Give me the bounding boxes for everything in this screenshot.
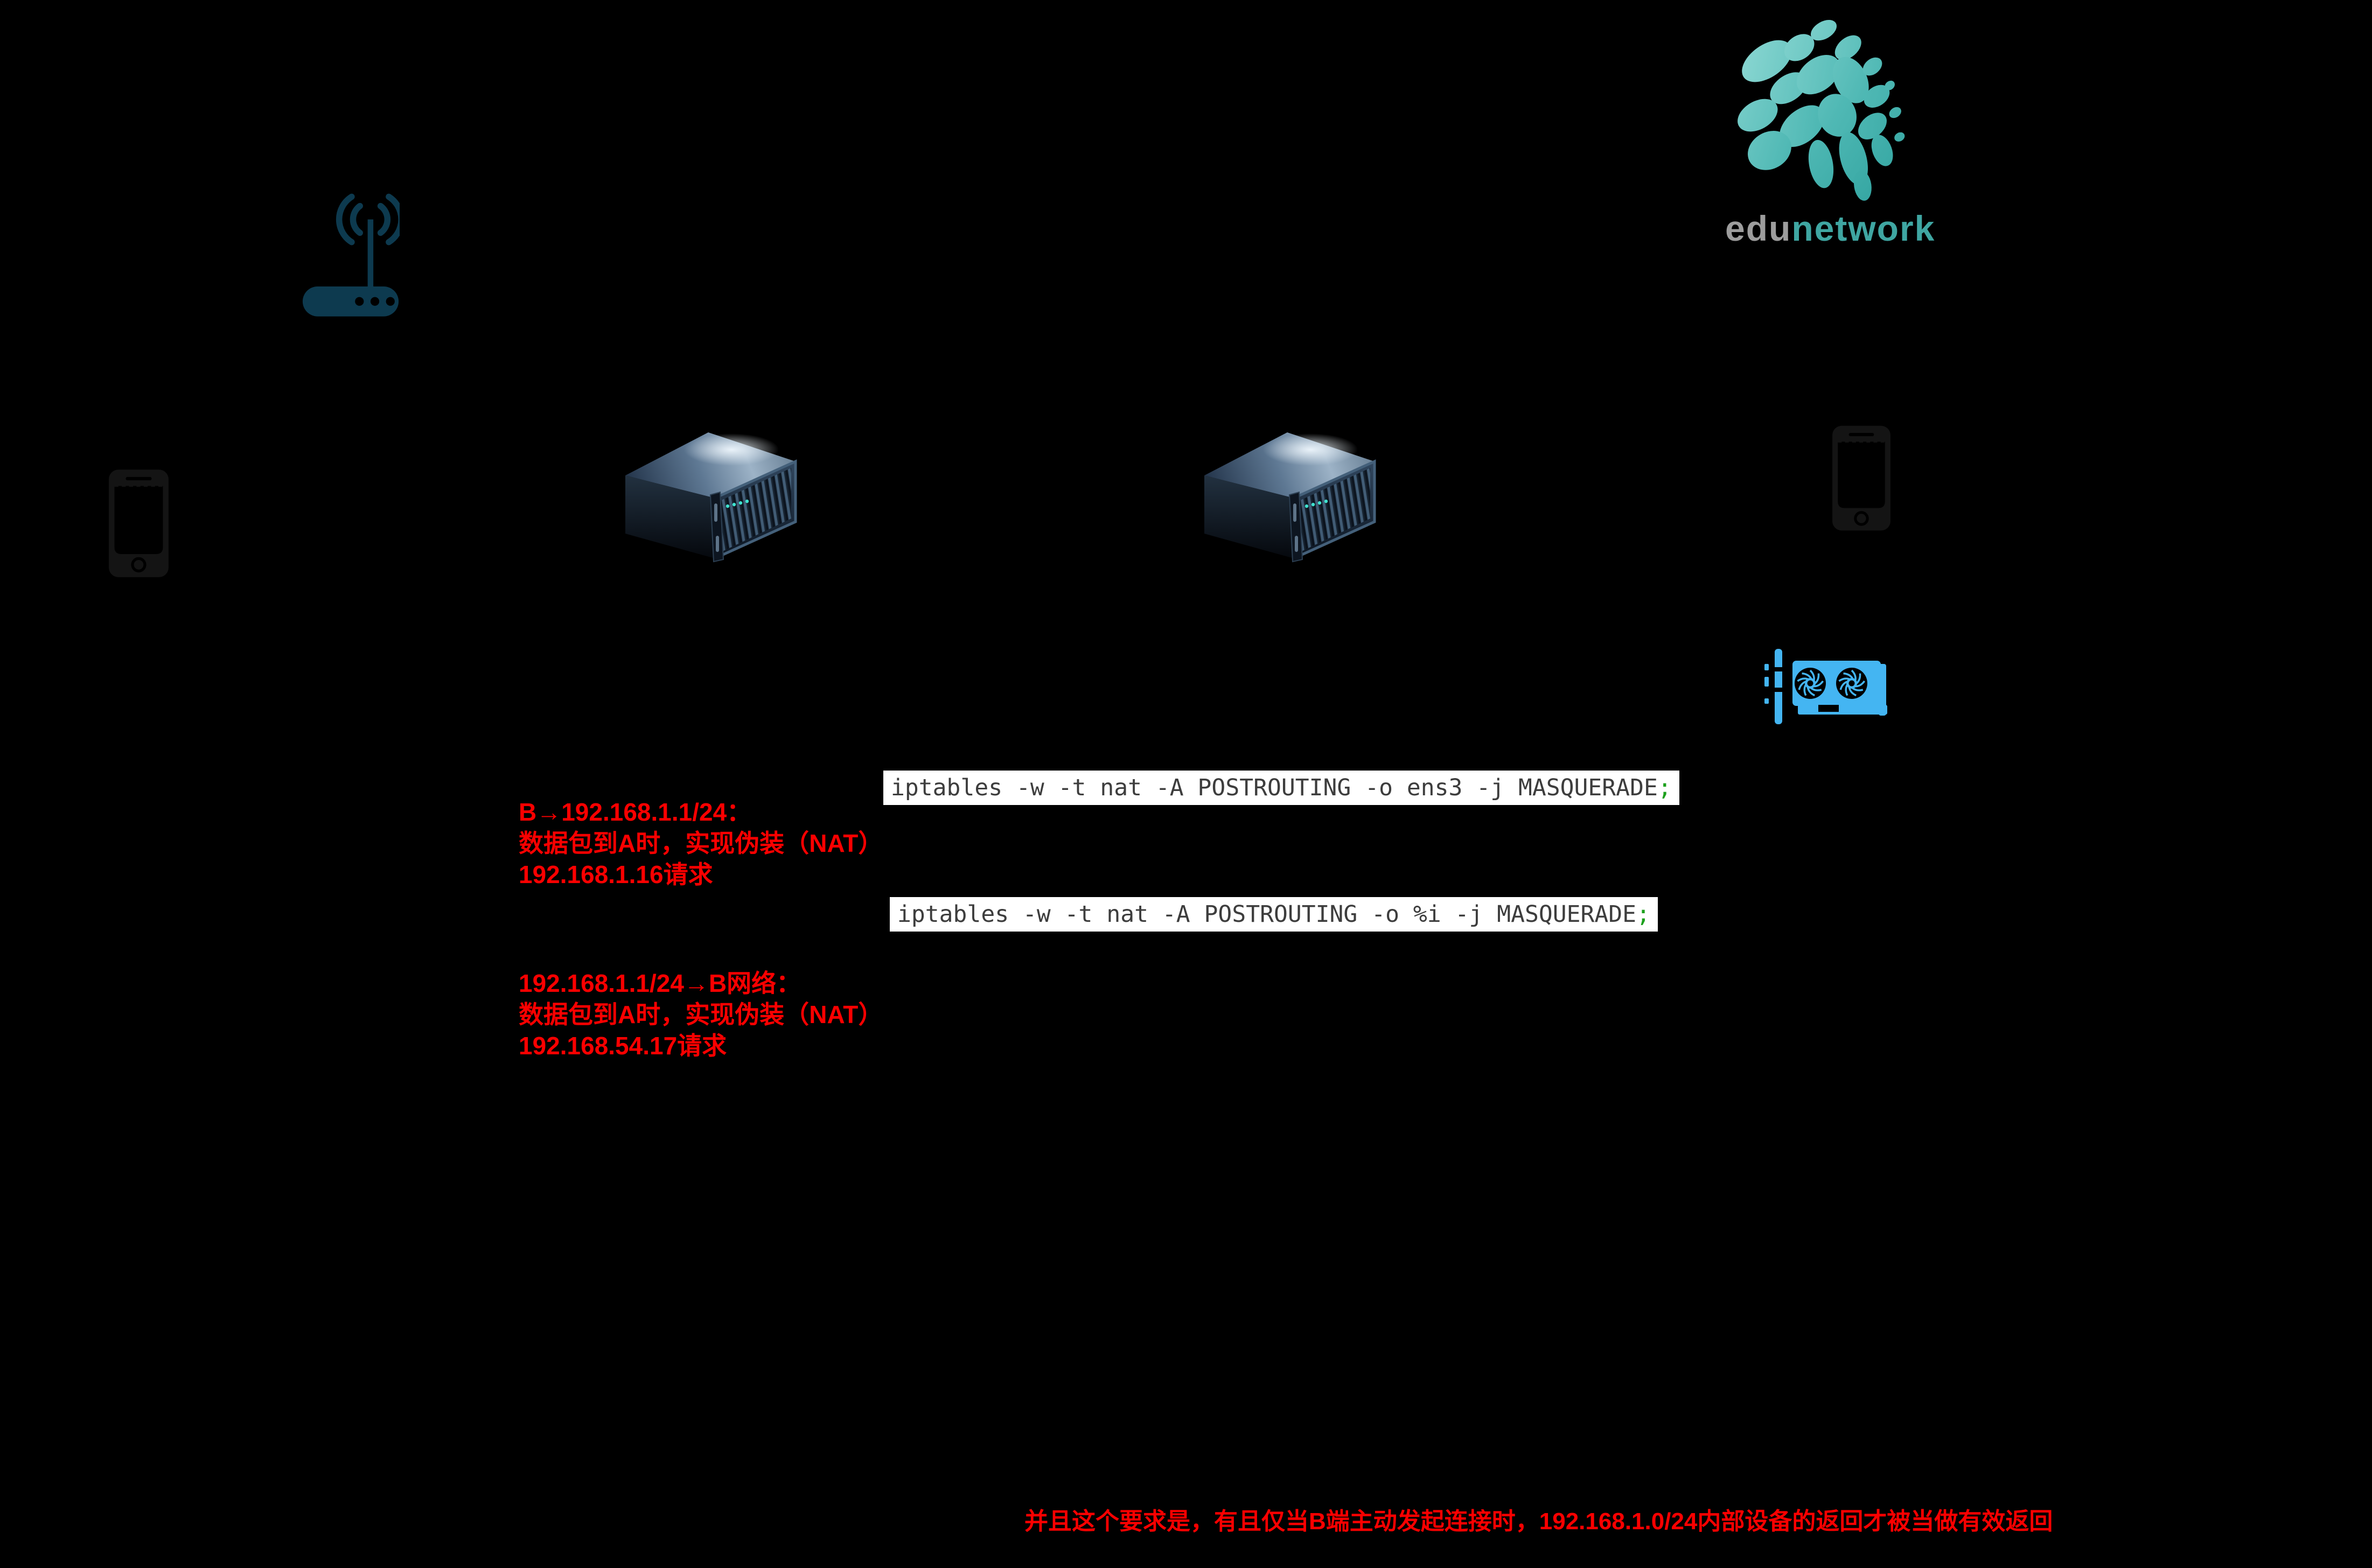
gpu-port (1764, 664, 1769, 670)
annotation-line: 数据包到A时，实现伪装（NAT） (519, 1000, 883, 1028)
router-body (302, 286, 399, 317)
nat-annotation-a-to-b: 192.168.1.1/24→B网络： 数据包到A时，实现伪装（NAT） 192… (519, 968, 883, 1061)
router-antenna (367, 219, 374, 289)
phone-home-button (131, 557, 146, 572)
server-status-leds (725, 499, 749, 508)
code-semicolon: ; (1657, 774, 1672, 801)
router-leds (355, 297, 395, 306)
rack-server-icon (625, 432, 797, 563)
annotation-line: B→192.168.1.1/24： (519, 798, 752, 826)
logo-edu-text: edu (1725, 208, 1792, 248)
annotation-line: 192.168.1.16请求 (519, 860, 713, 888)
code-text: iptables -w -t nat -A POSTROUTING -o ens… (891, 774, 1658, 801)
rack-server-icon (1204, 432, 1376, 563)
nat-annotation-b-to-a: B→192.168.1.1/24： 数据包到A时，实现伪装（NAT） 192.1… (519, 796, 883, 890)
server-drive-bays (719, 468, 791, 553)
smartphone-icon (109, 470, 169, 577)
server-rail (709, 491, 724, 563)
nat-footer-note: 并且这个要求是，有且仅当B端主动发起连接时，192.168.1.0/24内部设备… (1024, 1508, 2053, 1535)
code-semicolon: ; (1636, 901, 1650, 928)
annotation-line: 192.168.1.1/24→B网络： (519, 969, 801, 997)
graphics-card-icon (1764, 649, 1887, 724)
phone-speaker (125, 477, 152, 481)
gpu-connector-strip (1798, 705, 1887, 715)
gpu-fan-icon (1836, 668, 1867, 699)
annotation-line: 192.168.54.17请求 (519, 1032, 727, 1060)
edunetwork-wordmark: edunetwork (1725, 208, 1935, 249)
logo-network-text: network (1791, 208, 1936, 248)
iptables-command-interface: iptables -w -t nat -A POSTROUTING -o %i … (890, 897, 1658, 932)
gpu-connector-notch (1818, 705, 1839, 712)
code-text: iptables -w -t nat -A POSTROUTING -o %i … (897, 901, 1637, 928)
gpu-right-edge (1879, 664, 1886, 716)
phone-screen (114, 486, 163, 554)
iptables-command-ens3: iptables -w -t nat -A POSTROUTING -o ens… (883, 771, 1679, 805)
gpu-fan-icon (1795, 668, 1826, 699)
gpu-port (1764, 698, 1769, 704)
server-top-highlight (684, 433, 779, 466)
gpu-port (1764, 677, 1769, 687)
edunetwork-splash-icon (1738, 20, 1905, 201)
wifi-waves-icon (336, 193, 400, 246)
smartphone-icon (1832, 425, 1890, 531)
annotation-line: 数据包到A时，实现伪装（NAT） (519, 829, 883, 857)
wireless-router-icon (302, 193, 400, 317)
gpu-bracket (1775, 649, 1782, 724)
server-side-face (625, 475, 715, 558)
